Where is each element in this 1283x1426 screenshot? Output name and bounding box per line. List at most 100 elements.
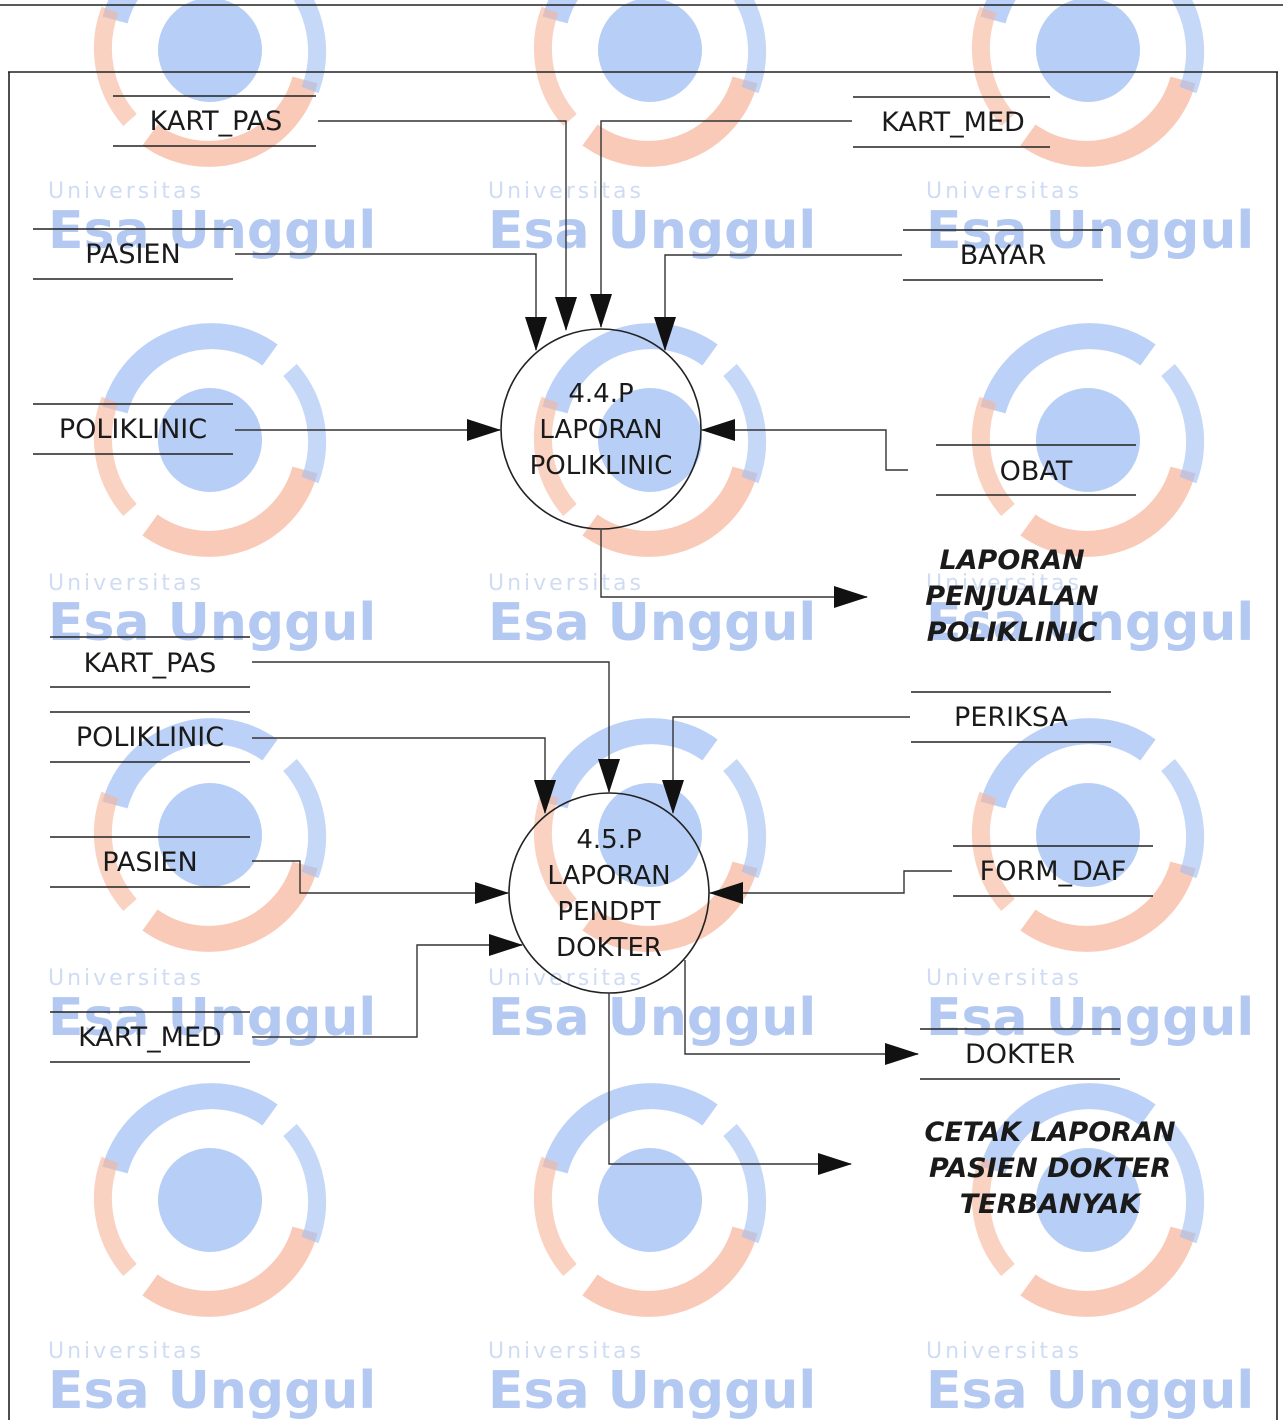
flows-process-4-4	[235, 120, 908, 608]
process-name-line2: POLIKLINIC	[530, 451, 673, 481]
flow-4-4-to-output	[600, 530, 868, 608]
svg-text:Esa Unggul: Esa Unggul	[926, 988, 1254, 1048]
flow-poliklinic-2-to-4-5	[252, 737, 556, 814]
store-label: FORM_DAF	[980, 856, 1127, 887]
svg-text:Esa Unggul: Esa Unggul	[488, 988, 816, 1048]
flow-kart-med-1-to-4-4	[590, 120, 852, 328]
store-poliklinic-2[interactable]: POLIKLINIC	[50, 711, 250, 763]
flow-kart-pas-2-to-4-5	[252, 661, 620, 793]
watermark-text-h: Universitas Esa Unggul	[488, 966, 816, 1048]
watermark-text-j: Universitas Esa Unggul	[48, 1339, 376, 1421]
svg-text:Esa Unggul: Esa Unggul	[48, 988, 376, 1048]
svg-text:Universitas: Universitas	[488, 966, 644, 991]
store-label: PASIEN	[102, 847, 197, 878]
svg-text:Universitas: Universitas	[488, 179, 644, 204]
svg-text:Universitas: Universitas	[926, 179, 1082, 204]
store-dokter[interactable]: DOKTER	[920, 1028, 1120, 1080]
output-line3: POLIKLINIC	[927, 617, 1098, 648]
watermark-text-d: Universitas Esa Unggul	[48, 571, 376, 653]
store-kart-med-2[interactable]: KART_MED	[50, 1011, 250, 1063]
store-kart-pas-1[interactable]: KART_PAS	[113, 95, 316, 147]
watermark-text-a: Universitas Esa Unggul	[48, 179, 376, 261]
process-4-5-laporan-pendpt-dokter[interactable]: 4.5.P LAPORAN PENDPT DOKTER	[508, 792, 710, 994]
svg-text:Esa Unggul: Esa Unggul	[488, 1361, 816, 1421]
output-line1: LAPORAN	[939, 545, 1085, 576]
svg-text:Esa Unggul: Esa Unggul	[926, 593, 1254, 653]
watermark-text-f: Universitas Esa Unggul	[926, 571, 1254, 653]
store-pasien-1[interactable]: PASIEN	[33, 228, 233, 280]
output-line1: CETAK LAPORAN	[925, 1117, 1176, 1148]
store-label: BAYAR	[960, 240, 1047, 271]
store-label: KART_PAS	[150, 106, 283, 137]
store-label: PASIEN	[85, 239, 180, 270]
flow-pasien-1-to-4-4	[235, 253, 547, 351]
watermark-text-g: Universitas Esa Unggul	[48, 966, 376, 1048]
flows-process-4-5	[252, 661, 952, 1175]
svg-text:Universitas: Universitas	[488, 1339, 644, 1364]
svg-text:Esa Unggul: Esa Unggul	[926, 1361, 1254, 1421]
store-bayar[interactable]: BAYAR	[903, 229, 1103, 281]
flow-4-5-to-dokter	[684, 960, 919, 1065]
flow-periksa-to-4-5	[662, 716, 910, 814]
svg-text:Esa Unggul: Esa Unggul	[926, 201, 1254, 261]
svg-text:Universitas: Universitas	[48, 966, 204, 991]
store-poliklinic-1[interactable]: POLIKLINIC	[33, 403, 233, 455]
svg-text:Universitas: Universitas	[926, 571, 1082, 596]
flow-obat-to-4-4	[701, 419, 908, 471]
svg-text:Universitas: Universitas	[926, 1339, 1082, 1364]
process-name-line3: DOKTER	[556, 933, 662, 963]
page-frame	[0, 4, 1283, 1420]
store-kart-pas-2[interactable]: KART_PAS	[50, 636, 250, 688]
store-label: KART_MED	[78, 1022, 222, 1053]
svg-text:Esa Unggul: Esa Unggul	[48, 593, 376, 653]
output-cetak-laporan-pasien-dokter-terbanyak: CETAK LAPORAN PASIEN DOKTER TERBANYAK	[925, 1117, 1176, 1220]
process-name-line1: LAPORAN	[547, 861, 670, 891]
svg-text:Universitas: Universitas	[488, 571, 644, 596]
watermark-texts: Universitas Esa Unggul Universitas Esa U…	[48, 179, 1254, 1421]
svg-text:Esa Unggul: Esa Unggul	[48, 1361, 376, 1421]
watermark-text-l: Universitas Esa Unggul	[926, 1339, 1254, 1421]
process-name-line1: LAPORAN	[539, 415, 662, 445]
process-circle	[508, 792, 710, 994]
process-number: 4.4.P	[568, 379, 633, 409]
output-line3: TERBANYAK	[960, 1189, 1143, 1220]
svg-text:Universitas: Universitas	[48, 1339, 204, 1364]
output-line2: PENJUALAN	[925, 581, 1099, 612]
flow-pasien-2-to-4-5	[252, 860, 509, 904]
flow-kart-pas-1-to-4-4	[318, 120, 577, 331]
store-pasien-2[interactable]: PASIEN	[50, 836, 250, 888]
svg-text:Esa Unggul: Esa Unggul	[488, 593, 816, 653]
flow-bayar-to-4-4	[654, 254, 902, 351]
store-label: POLIKLINIC	[76, 722, 224, 753]
flow-4-5-to-output	[608, 993, 852, 1175]
svg-text:Universitas: Universitas	[48, 571, 204, 596]
svg-text:Universitas: Universitas	[48, 179, 204, 204]
watermark-text-b: Universitas Esa Unggul	[488, 179, 816, 261]
svg-text:Universitas: Universitas	[926, 966, 1082, 991]
store-kart-med-1[interactable]: KART_MED	[853, 96, 1050, 148]
flow-kart-med-2-to-4-5	[252, 934, 523, 1038]
watermark-text-c: Universitas Esa Unggul	[926, 179, 1254, 261]
store-label: KART_PAS	[84, 648, 217, 679]
store-label: PERIKSA	[954, 702, 1068, 733]
svg-text:Esa Unggul: Esa Unggul	[48, 201, 376, 261]
store-label: POLIKLINIC	[59, 414, 207, 445]
flow-form-daf-to-4-5	[709, 870, 952, 904]
output-line2: PASIEN DOKTER	[929, 1153, 1171, 1184]
svg-text:Esa Unggul: Esa Unggul	[488, 201, 816, 261]
store-form-daf[interactable]: FORM_DAF	[953, 845, 1153, 897]
watermark-text-e: Universitas Esa Unggul	[488, 571, 816, 653]
output-laporan-penjualan-poliklinic: LAPORAN PENJUALAN POLIKLINIC	[925, 545, 1099, 648]
process-name-line2: PENDPT	[557, 897, 660, 927]
store-label: KART_MED	[881, 107, 1025, 138]
store-periksa[interactable]: PERIKSA	[911, 691, 1111, 743]
watermark-text-i: Universitas Esa Unggul	[926, 966, 1254, 1048]
process-4-4-laporan-poliklinic[interactable]: 4.4.P LAPORAN POLIKLINIC	[500, 328, 702, 530]
store-obat[interactable]: OBAT	[936, 444, 1136, 496]
watermark-text-k: Universitas Esa Unggul	[488, 1339, 816, 1421]
store-label: OBAT	[1000, 456, 1073, 487]
process-number: 4.5.P	[576, 825, 641, 855]
store-label: DOKTER	[965, 1039, 1075, 1070]
